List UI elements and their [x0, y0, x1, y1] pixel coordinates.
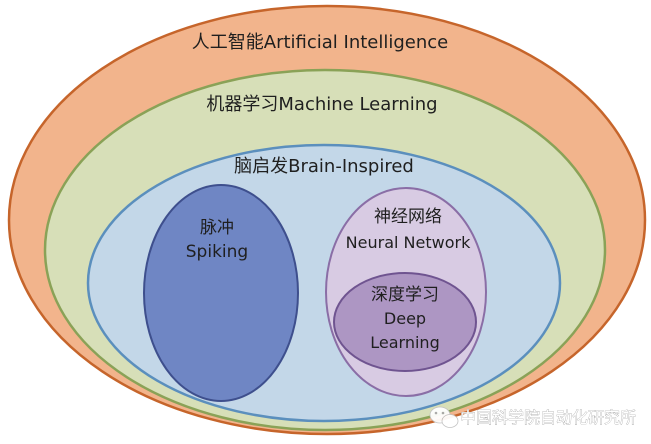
spiking-label-cn: 脉冲	[200, 218, 234, 238]
watermark: 中国科学院自动化研究所	[429, 406, 636, 428]
watermark-text: 中国科学院自动化研究所	[460, 408, 636, 427]
neural-network-label-cn: 神经网络	[374, 207, 442, 227]
ai-label: 人工智能Artificial Intelligence	[192, 32, 449, 53]
deep-learning-label-en-1: Deep	[384, 309, 426, 328]
spiking-label-en: Spiking	[186, 242, 248, 262]
deep-learning-label-cn: 深度学习	[371, 285, 439, 305]
brain-inspired-label: 脑启发Brain-Inspired	[234, 156, 414, 177]
neural-network-label-en: Neural Network	[346, 233, 471, 252]
ml-label: 机器学习Machine Learning	[206, 94, 437, 115]
deep-learning-ellipse	[333, 272, 477, 372]
wechat-icon	[429, 406, 459, 428]
deep-learning-label-en-2: Learning	[370, 333, 439, 352]
spiking-ellipse	[143, 184, 299, 402]
